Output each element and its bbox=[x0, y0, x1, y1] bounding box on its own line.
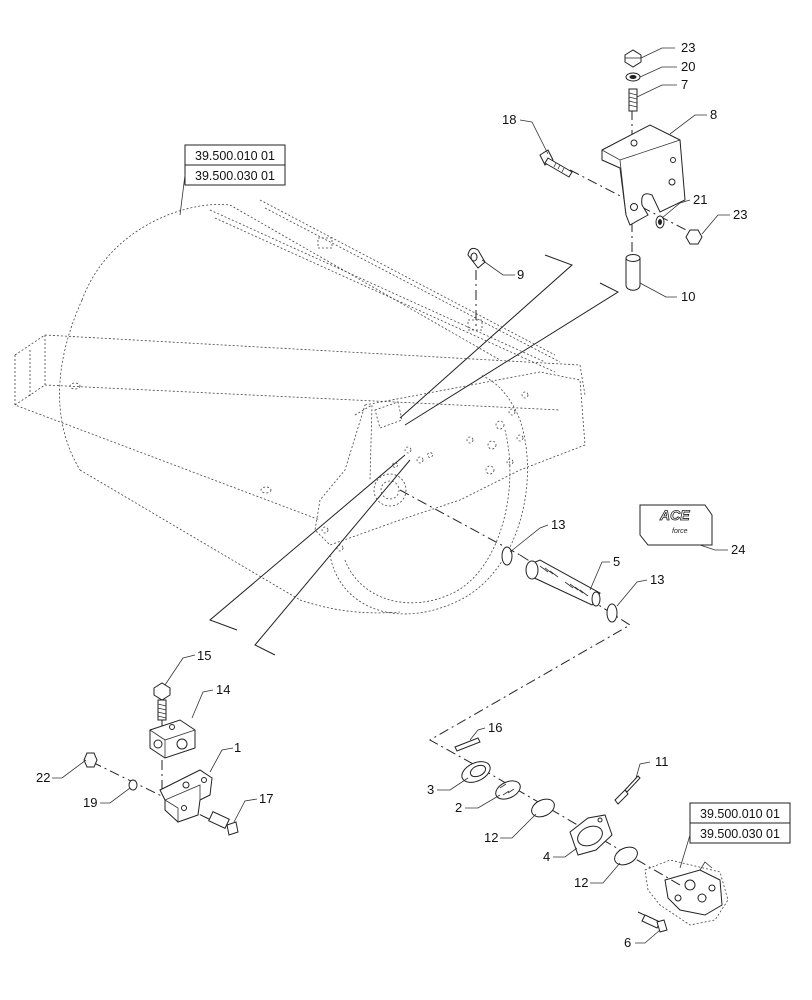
decal-logo-subtext: force bbox=[672, 528, 688, 535]
leader-lines bbox=[52, 47, 730, 944]
part-9-clip[interactable] bbox=[467, 247, 486, 269]
part-15-bolt[interactable] bbox=[153, 682, 171, 721]
reference-label: 39.500.030 01 bbox=[195, 169, 275, 183]
callout-14: 14 bbox=[216, 682, 230, 697]
part-20-washer[interactable] bbox=[625, 72, 641, 82]
callout-20: 20 bbox=[681, 59, 695, 74]
part-2-coupling[interactable] bbox=[493, 777, 523, 802]
callout-1: 1 bbox=[234, 740, 241, 755]
callout-4: 4 bbox=[543, 849, 550, 864]
callout-7: 7 bbox=[681, 77, 688, 92]
decal-logo-text: ACE bbox=[659, 507, 690, 523]
part-21-washer[interactable] bbox=[655, 215, 665, 229]
callout-9: 9 bbox=[517, 267, 524, 282]
callout-2: 2 bbox=[455, 800, 462, 815]
callout-19: 19 bbox=[83, 795, 97, 810]
callout-23: 23 bbox=[733, 207, 747, 222]
part-17-bolt[interactable] bbox=[208, 811, 239, 836]
part-22-nut[interactable] bbox=[83, 752, 98, 768]
part-24-ace-force-decal[interactable]: ACE force bbox=[639, 504, 713, 546]
callout-labels: 23 20 7 8 18 21 23 9 10 13 5 13 24 15 14… bbox=[36, 40, 747, 950]
part-8-clamp-bracket[interactable] bbox=[601, 124, 686, 226]
assembly-centerline bbox=[399, 489, 521, 556]
part-6-bolt[interactable] bbox=[641, 914, 668, 933]
callout-16: 16 bbox=[488, 720, 502, 735]
part-13-snap-ring-right[interactable] bbox=[606, 603, 618, 623]
callout-8: 8 bbox=[710, 107, 717, 122]
callout-3: 3 bbox=[427, 782, 434, 797]
detail-callout-lines bbox=[209, 254, 620, 656]
callout-12: 12 bbox=[484, 830, 498, 845]
part-5-spline-shaft[interactable] bbox=[525, 559, 601, 607]
callout-10: 10 bbox=[681, 289, 695, 304]
part-1-bracket[interactable] bbox=[159, 769, 213, 823]
callout-15: 15 bbox=[197, 648, 211, 663]
part-4-housing[interactable] bbox=[569, 814, 613, 856]
reference-label: 39.500.030 01 bbox=[700, 827, 780, 841]
reference-box-top[interactable]: 39.500.010 01 39.500.030 01 bbox=[184, 144, 286, 186]
callout-18: 18 bbox=[502, 112, 516, 127]
part-12-ring-upper[interactable] bbox=[529, 796, 558, 821]
part-23-nut-top[interactable] bbox=[624, 49, 642, 68]
callout-6: 6 bbox=[624, 935, 631, 950]
part-7-set-screw[interactable] bbox=[628, 88, 638, 112]
part-18-bolt[interactable] bbox=[539, 149, 573, 178]
callout-13: 13 bbox=[650, 572, 664, 587]
callout-21: 21 bbox=[693, 192, 707, 207]
part-3-hub[interactable] bbox=[459, 758, 494, 787]
hydraulic-motor[interactable] bbox=[644, 859, 729, 926]
reference-label: 39.500.010 01 bbox=[195, 149, 275, 163]
callout-23: 23 bbox=[681, 40, 695, 55]
part-16-pin[interactable] bbox=[454, 737, 481, 752]
part-23-nut-side[interactable] bbox=[685, 229, 703, 245]
part-14-block[interactable] bbox=[149, 719, 196, 759]
reference-label: 39.500.010 01 bbox=[700, 807, 780, 821]
callout-22: 22 bbox=[36, 770, 50, 785]
part-10-bushing[interactable] bbox=[625, 254, 641, 291]
assembly-centerline bbox=[428, 554, 681, 886]
roller-drum-assembly bbox=[14, 199, 586, 615]
callout-5: 5 bbox=[613, 554, 620, 569]
part-12-ring-lower[interactable] bbox=[612, 844, 641, 869]
reference-box-bottom[interactable]: 39.500.010 01 39.500.030 01 bbox=[689, 802, 791, 844]
part-13-snap-ring-left[interactable] bbox=[501, 546, 513, 566]
part-11-fitting[interactable] bbox=[614, 775, 641, 805]
callout-12: 12 bbox=[574, 875, 588, 890]
callout-11: 11 bbox=[655, 754, 669, 769]
callout-24: 24 bbox=[731, 542, 745, 557]
callout-13: 13 bbox=[551, 517, 565, 532]
callout-17: 17 bbox=[259, 791, 273, 806]
part-19-washer[interactable] bbox=[128, 779, 138, 791]
